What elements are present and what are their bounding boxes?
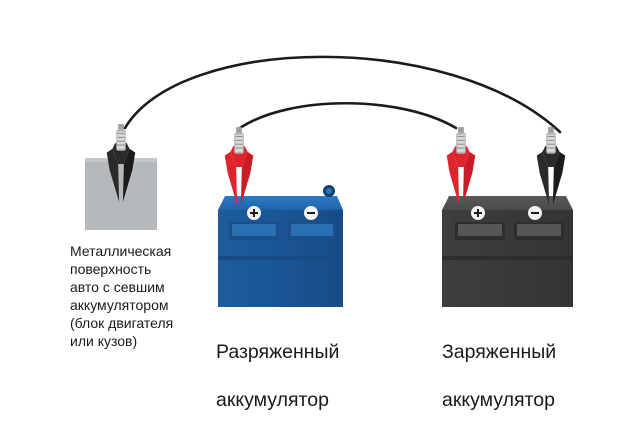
discharged-battery [218, 185, 343, 307]
charged-label-line1: Заряженный [442, 341, 557, 363]
alligator-clip-icon [536, 126, 566, 206]
alligator-clip-icon [446, 126, 476, 206]
charged-battery [442, 196, 573, 307]
metal-surface-label: Металлическая поверхность авто с севшим … [70, 243, 174, 349]
discharged-battery-label: Разряженный аккумулятор [216, 316, 339, 436]
minus-icon [528, 206, 542, 220]
plus-icon [471, 206, 485, 220]
metal-surface [85, 158, 157, 230]
minus-icon [304, 206, 318, 220]
discharged-label-line2: аккумулятор [216, 389, 329, 411]
charged-label-line2: аккумулятор [442, 389, 555, 411]
jump-start-diagram [85, 55, 573, 307]
alligator-clip-icon [224, 126, 254, 206]
plus-icon [247, 206, 261, 220]
discharged-label-line1: Разряженный [216, 341, 340, 363]
negative-cable [123, 55, 562, 134]
charged-battery-label: Заряженный аккумулятор [442, 316, 556, 436]
positive-cable [238, 101, 458, 130]
